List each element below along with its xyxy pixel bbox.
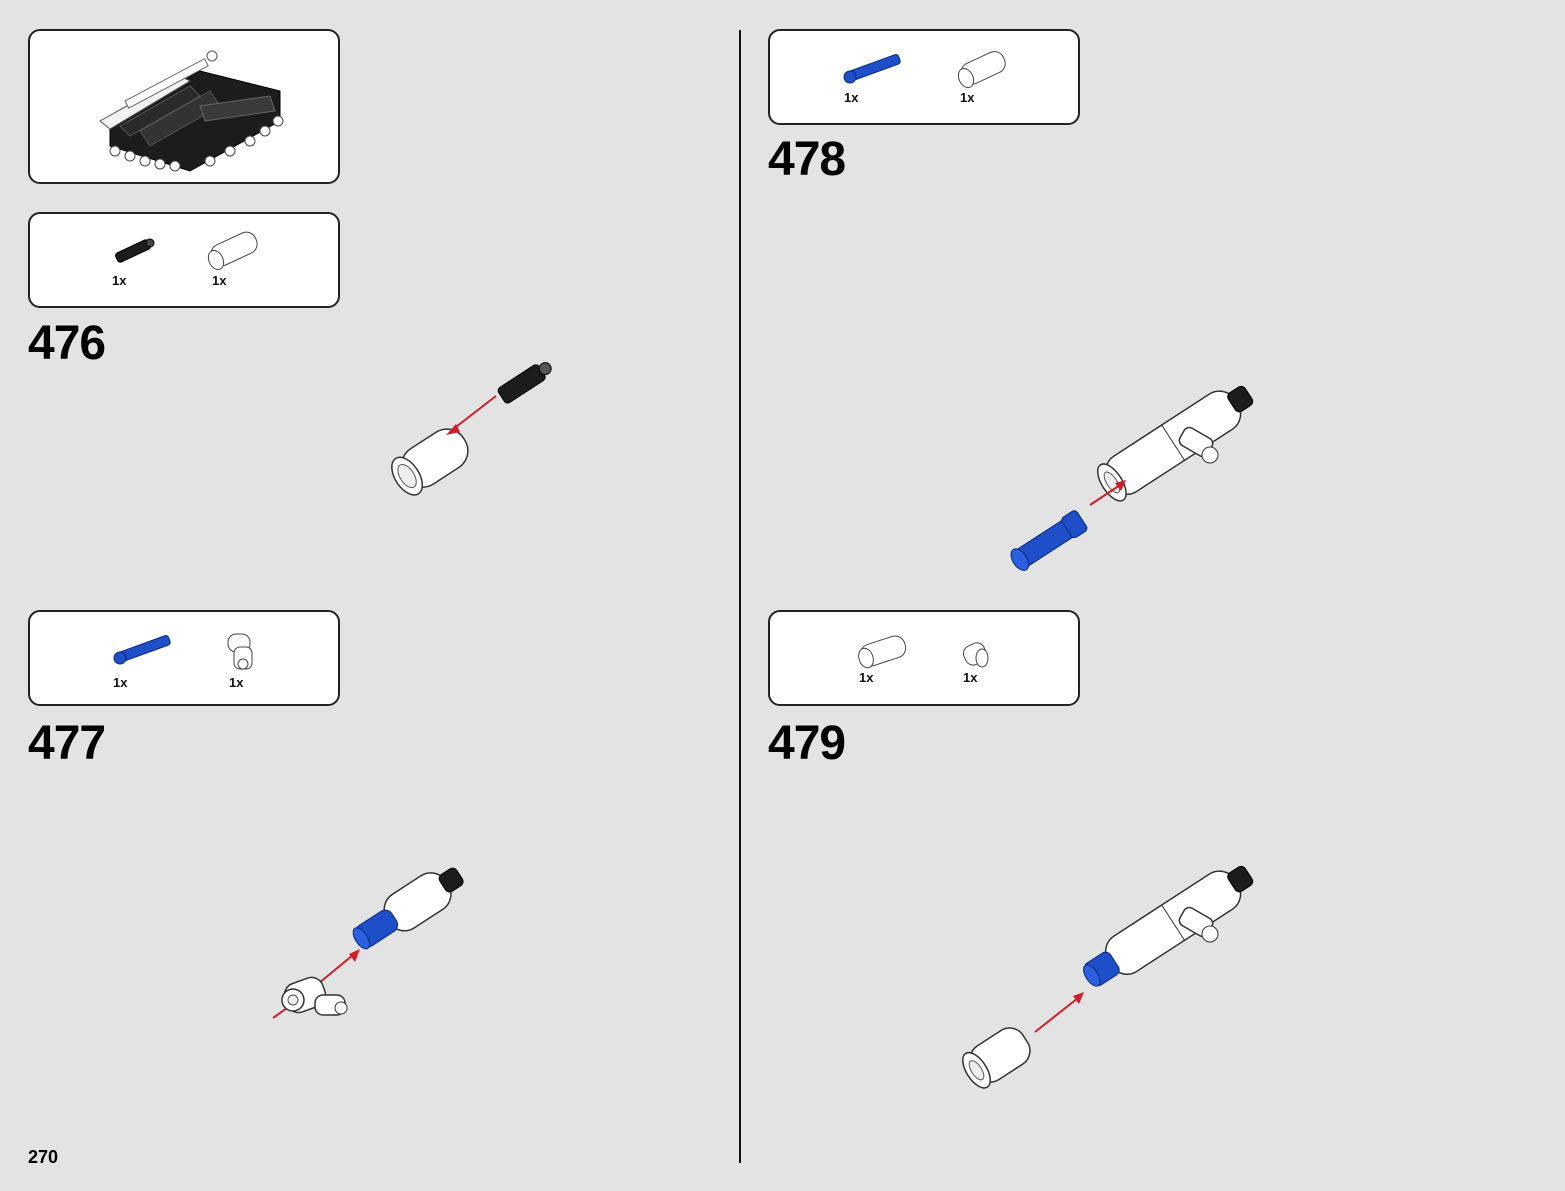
step-477-illustration [272,867,464,1019]
step-479-parts-box: 1x 1x [768,610,1080,706]
step-477-parts-box: 1x 1x [28,610,340,706]
step-479-illustration [962,865,1254,1089]
black-pin-icon [115,238,155,263]
step-number: 478 [768,133,846,186]
part-qty: 1x [963,670,978,685]
white-bush-icon [962,642,989,668]
page-divider [739,30,741,1163]
part-qty: 1x [960,90,975,105]
preview-box [28,29,340,184]
step-476-illustration [391,362,552,496]
step-number: 476 [28,317,106,370]
step-number: 479 [768,717,846,770]
step-number: 477 [28,717,106,770]
blue-axle-pin-icon [113,635,171,665]
part-qty: 1x [844,90,859,105]
step-476-parts-box: 1x 1x [28,212,340,308]
model-subassembly-preview-icon [99,50,284,172]
white-angle-connector-icon [227,633,253,670]
part-qty: 1x [212,273,227,288]
part-qty: 1x [113,675,128,690]
step-478-parts-box: 1x 1x [768,29,1080,125]
page-number: 270 [28,1147,59,1167]
part-qty: 1x [859,670,874,685]
white-tube-connector-icon [957,51,1006,89]
blue-axle-pin-icon [843,54,901,84]
part-qty: 1x [112,273,127,288]
white-tube-connector-icon [207,231,258,271]
white-tube-connector-icon [858,635,907,669]
part-qty: 1x [229,675,244,690]
step-478-illustration [1010,385,1254,571]
